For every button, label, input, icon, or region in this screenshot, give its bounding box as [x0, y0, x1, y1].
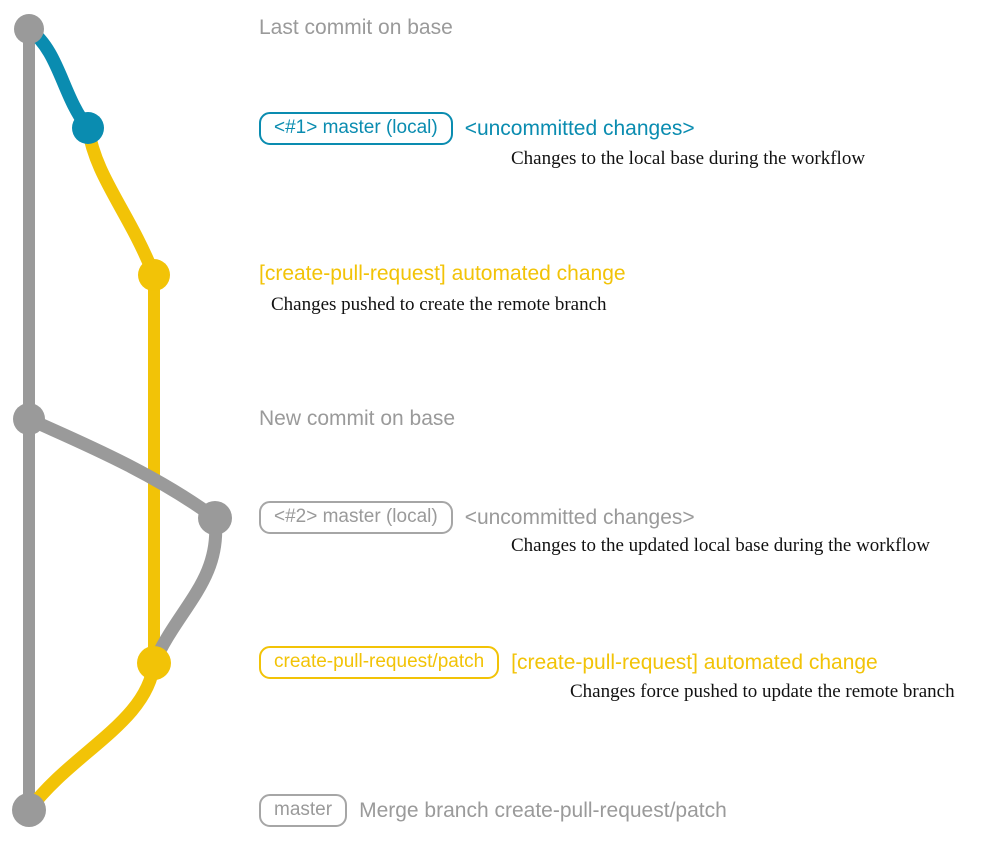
commit-node-local-1[interactable]	[72, 112, 104, 144]
commit-subject-local-2: <uncommitted changes>	[464, 505, 695, 529]
commit-row-base-merge: master Merge branch create-pull-request/…	[259, 794, 727, 827]
ref-badge-master-local-2[interactable]: <#2> master (local)	[259, 501, 453, 534]
ref-badge-master[interactable]: master	[259, 794, 348, 827]
commit-subject-base-last: Last commit on base	[259, 16, 453, 39]
spacer	[453, 128, 465, 129]
commit-row-local-1: <#1> master (local) <uncommitted changes…	[259, 112, 695, 145]
commit-node-base-merge[interactable]	[12, 793, 46, 827]
commit-row-base-new: New commit on base	[259, 407, 455, 430]
ref-badge-create-pull-request-patch[interactable]: create-pull-request/patch	[259, 646, 500, 679]
commit-row-base-last: Last commit on base	[259, 16, 453, 39]
annotation-local-1: Changes to the local base during the wor…	[511, 148, 866, 169]
edge-remote2-to-merge	[22, 656, 161, 817]
spacer	[453, 517, 465, 518]
annotation-remote-2: Changes force pushed to update the remot…	[570, 681, 955, 702]
commit-node-base-last[interactable]	[14, 14, 44, 44]
commit-node-base-new[interactable]	[13, 403, 45, 435]
annotation-remote-1: Changes pushed to create the remote bran…	[271, 294, 607, 315]
commit-node-remote-2[interactable]	[137, 646, 171, 680]
commit-subject-remote-2: [create-pull-request] automated change	[511, 650, 878, 674]
commit-subject-base-new: New commit on base	[259, 407, 456, 430]
commit-row-remote-2: create-pull-request/patch [create-pull-r…	[259, 646, 878, 679]
ref-badge-master-local-1[interactable]: <#1> master (local)	[259, 112, 453, 145]
commit-node-local-2[interactable]	[198, 501, 232, 535]
annotation-local-2: Changes to the updated local base during…	[511, 535, 930, 556]
commit-node-remote-1[interactable]	[138, 259, 170, 291]
edge-local1-to-remote1	[81, 121, 161, 282]
commit-subject-remote-1: [create-pull-request] automated change	[259, 262, 626, 285]
spacer	[499, 662, 511, 663]
edge-local2-to-remote2	[147, 511, 223, 670]
commit-row-remote-1: [create-pull-request] automated change	[259, 262, 626, 285]
commit-subject-base-merge: Merge branch create-pull-request/patch	[359, 798, 727, 822]
commit-subject-local-1: <uncommitted changes>	[464, 116, 695, 140]
edge-basenew-to-local2	[22, 412, 222, 525]
commit-row-local-2: <#2> master (local) <uncommitted changes…	[259, 501, 695, 534]
spacer	[347, 810, 359, 811]
